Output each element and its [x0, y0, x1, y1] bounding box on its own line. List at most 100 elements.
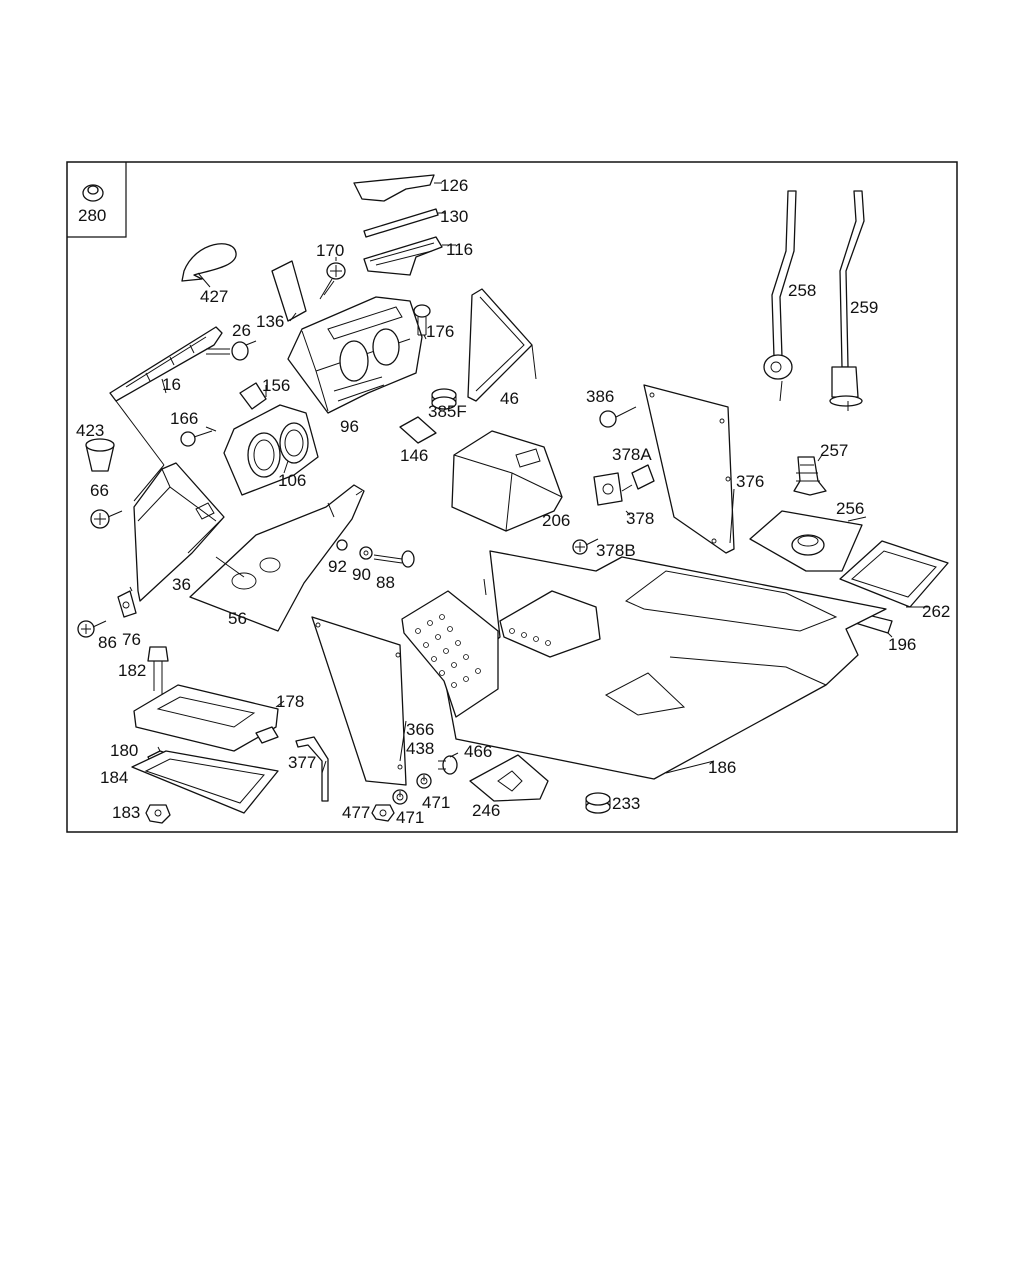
- callout-196: 196: [888, 635, 916, 654]
- callout-16: 16: [162, 375, 181, 394]
- callout-178: 178: [276, 692, 304, 711]
- callout-46: 46: [500, 389, 519, 408]
- part-176-bolt: [413, 304, 431, 336]
- callout-477: 477: [342, 803, 370, 822]
- callout-166: 166: [170, 409, 198, 428]
- callout-378B: 378B: [596, 541, 636, 560]
- part-46-panel: [467, 288, 533, 402]
- part-178-plate: [133, 684, 279, 752]
- part-256-plate: [749, 510, 863, 572]
- part-116-panel: [363, 236, 443, 276]
- part-385F-cap: [431, 388, 457, 410]
- callout-257: 257: [820, 441, 848, 460]
- callout-427: 427: [200, 287, 228, 306]
- part-186-floor: [445, 550, 887, 780]
- callout-170: 170: [316, 241, 344, 260]
- callout-471-lower: 471: [396, 808, 424, 827]
- callout-88: 88: [376, 573, 395, 592]
- part-262-frame: [839, 540, 949, 608]
- callout-186: 186: [708, 758, 736, 777]
- part-280-grommet: [82, 184, 104, 202]
- part-56-panel: [189, 484, 365, 632]
- part-378-plate: [593, 472, 623, 506]
- callout-438: 438: [406, 739, 434, 758]
- part-170-screw: [319, 262, 346, 300]
- part-136-cover: [271, 260, 307, 322]
- part-96-housing: [287, 296, 423, 414]
- part-26-bolt: [206, 341, 249, 361]
- callout-130: 130: [440, 207, 468, 226]
- leader-lines: [115, 182, 928, 797]
- part-386-screw: [599, 406, 637, 428]
- callout-258: 258: [788, 281, 816, 300]
- inset-box: [67, 162, 127, 238]
- callout-86: 86: [98, 633, 117, 652]
- callout-labels: 126 130 116 170 427 136 26 176 16 156 96…: [76, 176, 950, 827]
- callout-116: 116: [446, 240, 473, 259]
- callout-233: 233: [612, 794, 640, 813]
- part-257-boot: [793, 456, 827, 496]
- callout-26: 26: [232, 321, 251, 340]
- callout-56: 56: [228, 609, 247, 628]
- callout-184: 184: [100, 768, 128, 787]
- part-377-rod: [295, 736, 329, 802]
- callout-36: 36: [172, 575, 191, 594]
- callout-246: 246: [472, 801, 500, 820]
- callout-385F: 385F: [428, 402, 467, 421]
- part-427-cable-tie: [181, 243, 237, 288]
- callout-206: 206: [542, 511, 570, 530]
- part-258-rod: [763, 190, 797, 380]
- part-259-rod: [829, 190, 865, 407]
- callout-92: 92: [328, 557, 347, 576]
- callout-376: 376: [736, 472, 764, 491]
- part-184-frame: [131, 750, 279, 814]
- callout-180: 180: [110, 741, 138, 760]
- parts-diagram: 280: [66, 161, 958, 833]
- part-146-clip: [399, 416, 437, 444]
- part-166-fastener: [180, 430, 213, 447]
- diagram-border: [66, 161, 958, 833]
- callout-126: 126: [440, 176, 468, 195]
- callout-378A: 378A: [612, 445, 652, 464]
- part-378A-clip: [631, 464, 655, 490]
- part-246-cover: [469, 754, 549, 802]
- part-106-housing: [223, 404, 319, 496]
- callout-471-upper: 471: [422, 793, 450, 812]
- callout-386: 386: [586, 387, 614, 406]
- part-366-panel: [311, 616, 407, 786]
- part-183-nut: [145, 804, 171, 824]
- part-376-panel: [643, 384, 735, 554]
- part-156-clip: [239, 382, 267, 410]
- part-66-screw: [90, 509, 123, 529]
- callout-183: 183: [112, 803, 140, 822]
- callout-146: 146: [400, 446, 428, 465]
- callout-96: 96: [340, 417, 359, 436]
- callout-182: 182: [118, 661, 146, 680]
- part-233-grommet: [585, 792, 611, 814]
- callout-136: 136: [256, 312, 284, 331]
- part-206-box: [451, 430, 563, 532]
- part-88-screw: [373, 550, 415, 568]
- callout-423: 423: [76, 421, 104, 440]
- callout-256: 256: [836, 499, 864, 518]
- part-36-panel: [133, 462, 225, 602]
- inset-label: 280: [78, 206, 106, 225]
- callout-156: 156: [262, 376, 290, 395]
- callout-366: 366: [406, 720, 434, 739]
- part-126-trim: [353, 174, 435, 202]
- part-76-clip: [117, 590, 137, 618]
- callout-106: 106: [278, 471, 306, 490]
- part-466-bolt: [438, 755, 458, 775]
- callout-259: 259: [850, 298, 878, 317]
- callout-176: 176: [426, 322, 454, 341]
- callout-466: 466: [464, 742, 492, 761]
- part-92-washer: [336, 539, 348, 551]
- part-86-screw: [77, 620, 107, 638]
- callout-262: 262: [922, 602, 950, 621]
- callout-90: 90: [352, 565, 371, 584]
- part-perforated-panel: [401, 590, 601, 718]
- part-477-nut: [371, 804, 395, 822]
- callout-76: 76: [122, 630, 141, 649]
- callout-378: 378: [626, 509, 654, 528]
- part-90-washer: [359, 546, 373, 560]
